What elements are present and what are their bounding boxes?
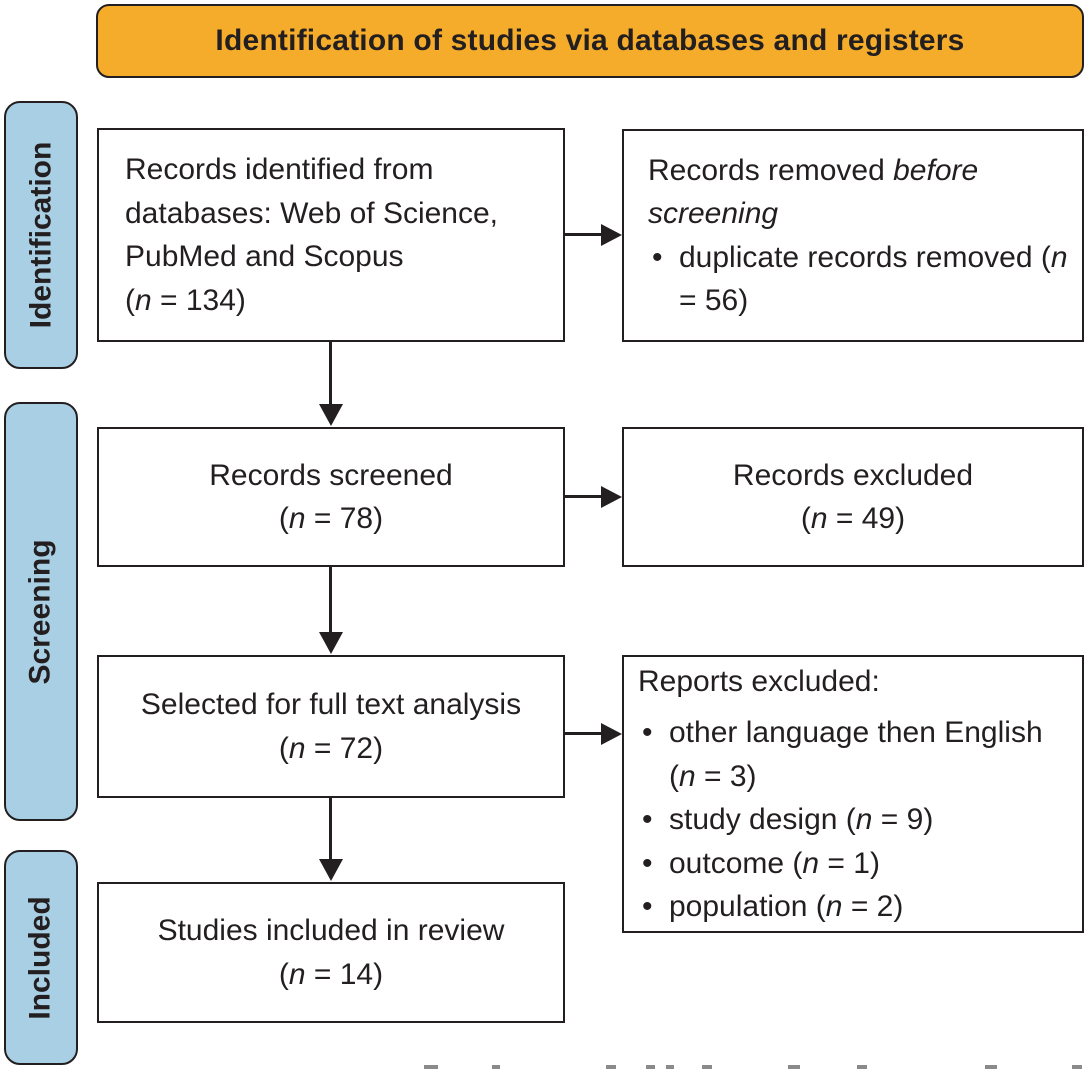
box-records-excluded-text: Records excluded (n = 49) bbox=[732, 458, 974, 536]
stage-label-screening: Screening bbox=[4, 402, 78, 821]
box-records-screened-text: Records screened (n = 78) bbox=[209, 458, 453, 536]
box-records-identified-text: Records identified from databases: Web o… bbox=[125, 153, 499, 317]
stage-label-included: Included bbox=[4, 850, 78, 1065]
box-records-excluded: Records excluded (n = 49) bbox=[622, 427, 1084, 567]
list-item: duplicate records removed (n = 56) bbox=[648, 236, 1072, 323]
box-records-screened: Records screened (n = 78) bbox=[97, 427, 565, 567]
list-item: study design (n = 9) bbox=[638, 798, 1074, 842]
box-records-removed-title: Records removed before screening bbox=[648, 153, 979, 231]
stage-label-identification-text: Identification bbox=[24, 141, 58, 329]
box-studies-included-text: Studies included in review (n = 14) bbox=[157, 914, 505, 991]
diagram-title-banner: Identification of studies via databases … bbox=[96, 4, 1084, 78]
box-full-text-analysis: Selected for full text analysis (n = 72) bbox=[97, 655, 565, 798]
stage-label-included-text: Included bbox=[24, 895, 57, 1020]
box-records-removed-list: duplicate records removed (n = 56) bbox=[648, 236, 1072, 323]
stage-label-screening-text: Screening bbox=[24, 538, 57, 685]
stage-label-identification: Identification bbox=[4, 101, 78, 369]
box-records-removed: Records removed before screening duplica… bbox=[622, 129, 1084, 342]
box-studies-included: Studies included in review (n = 14) bbox=[97, 882, 565, 1023]
cropped-caption-fragment bbox=[0, 1065, 1087, 1071]
list-item: population (n = 2) bbox=[638, 885, 1074, 929]
box-full-text-analysis-text: Selected for full text analysis (n = 72) bbox=[140, 688, 522, 765]
list-item: outcome (n = 1) bbox=[638, 842, 1074, 886]
list-item: other language then English (n = 3) bbox=[638, 711, 1074, 798]
box-reports-excluded: Reports excluded: other language then En… bbox=[622, 655, 1084, 933]
box-reports-excluded-list: other language then English (n = 3) stud… bbox=[638, 711, 1074, 929]
box-records-identified: Records identified from databases: Web o… bbox=[97, 128, 565, 342]
diagram-title: Identification of studies via databases … bbox=[215, 24, 965, 57]
box-reports-excluded-title: Reports excluded: bbox=[638, 664, 880, 698]
